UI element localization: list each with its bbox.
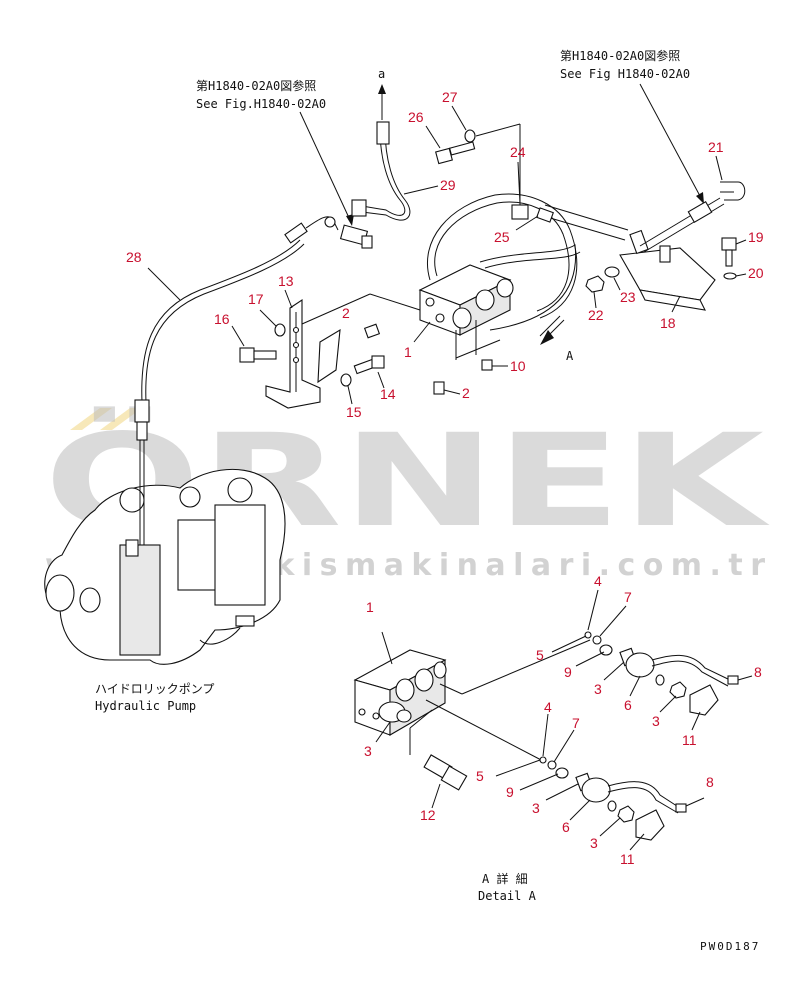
part-number: 7 <box>624 589 632 605</box>
detail-a-arrow: A <box>539 315 574 363</box>
part-number: 6 <box>624 697 632 713</box>
plug-12 <box>423 754 468 791</box>
washer-23 <box>604 266 620 278</box>
part-number: 1 <box>366 599 374 615</box>
part-number: 18 <box>660 315 676 331</box>
part-number: 3 <box>532 800 540 816</box>
bracket-13 <box>265 298 341 409</box>
part-number: 16 <box>214 311 230 327</box>
part-number-labels: 28 13 17 16 2 1 14 15 2 10 26 27 24 29 2… <box>126 89 764 867</box>
part-number: 7 <box>572 715 580 731</box>
nut-22 <box>585 275 605 293</box>
part-number: 3 <box>590 835 598 851</box>
part-number: 8 <box>754 664 762 680</box>
drawing-code: PW0D187 <box>700 940 760 953</box>
part-number: 11 <box>620 851 635 867</box>
bolt-19 <box>721 237 737 280</box>
washer-15 <box>340 373 352 387</box>
cap-10 <box>481 359 493 371</box>
part-number: 1 <box>404 344 412 360</box>
part-number: 4 <box>544 699 552 715</box>
washer-17 <box>274 323 286 337</box>
pump-label-en: Hydraulic Pump <box>95 699 196 713</box>
detail-a-arrow-label: A <box>566 349 574 363</box>
fitting-upper-left <box>339 224 373 249</box>
washer-27 <box>464 129 476 143</box>
ref-top-right-en: See Fig H1840-02A0 <box>560 67 690 81</box>
part-number: 17 <box>248 291 264 307</box>
part-number: 12 <box>420 807 436 823</box>
detail-upper-row <box>584 631 739 716</box>
part-number: 2 <box>342 305 350 321</box>
part-number: 9 <box>506 784 514 800</box>
detail-label-en: Detail A <box>478 889 537 903</box>
part-number: 19 <box>748 229 764 245</box>
part-number: 20 <box>748 265 764 281</box>
ref-top-left-en: See Fig.H1840-02A0 <box>196 97 326 111</box>
valve-block-upper <box>418 244 581 360</box>
part-number: 2 <box>462 385 470 401</box>
watermark-logo-accent <box>70 408 112 430</box>
part-number: 6 <box>562 819 570 835</box>
part-number: 22 <box>588 307 604 323</box>
cap-2-upper <box>363 323 381 339</box>
pump-label-jp: ハイドロリックポンプ <box>95 682 214 696</box>
detail-valve-block-1 <box>353 649 447 736</box>
part-number: 3 <box>364 743 372 759</box>
part-number: 14 <box>380 386 396 402</box>
part-number: 24 <box>510 144 526 160</box>
arrow-to-a: a <box>378 67 386 120</box>
detail-solenoid-front <box>378 701 412 723</box>
ref-top-left-jp: 第H1840-02A0図参照 <box>196 78 316 93</box>
pipe-loop <box>427 193 578 319</box>
ref-top-right-jp: 第H1840-02A0図参照 <box>560 48 680 63</box>
hose-29 <box>351 121 411 221</box>
part-number: 4 <box>594 573 602 589</box>
part-number: 11 <box>682 732 697 748</box>
cap-2-lower <box>433 381 445 395</box>
part-number: 3 <box>652 713 660 729</box>
part-number: 23 <box>620 289 636 305</box>
part-number: 25 <box>494 229 510 245</box>
part-number: 8 <box>706 774 714 790</box>
part-number: 29 <box>440 177 456 193</box>
bolt-14 <box>353 355 385 375</box>
part-number: 21 <box>708 139 724 155</box>
detail-label-jp: A 詳 細 <box>482 871 528 886</box>
hydraulic-pump <box>44 440 286 665</box>
part-number: 27 <box>442 89 458 105</box>
bolt-16 <box>239 347 277 363</box>
clip-24 <box>511 204 529 220</box>
part-number: 5 <box>536 647 544 663</box>
bolt-26 <box>435 141 476 165</box>
part-number: 15 <box>346 404 362 420</box>
watermark-logo-accent-2 <box>100 408 142 430</box>
part-number: 9 <box>564 664 572 680</box>
clip-25 <box>536 207 554 223</box>
part-number: 10 <box>510 358 526 374</box>
part-number: 3 <box>594 681 602 697</box>
arrow-a-label: a <box>378 67 385 81</box>
part-number: 26 <box>408 109 424 125</box>
detail-lower-row <box>539 756 687 841</box>
part-number: 28 <box>126 249 142 265</box>
part-number: 5 <box>476 768 484 784</box>
hose-28 <box>134 216 339 441</box>
pipe-21 <box>639 181 746 253</box>
part-number: 13 <box>278 273 294 289</box>
